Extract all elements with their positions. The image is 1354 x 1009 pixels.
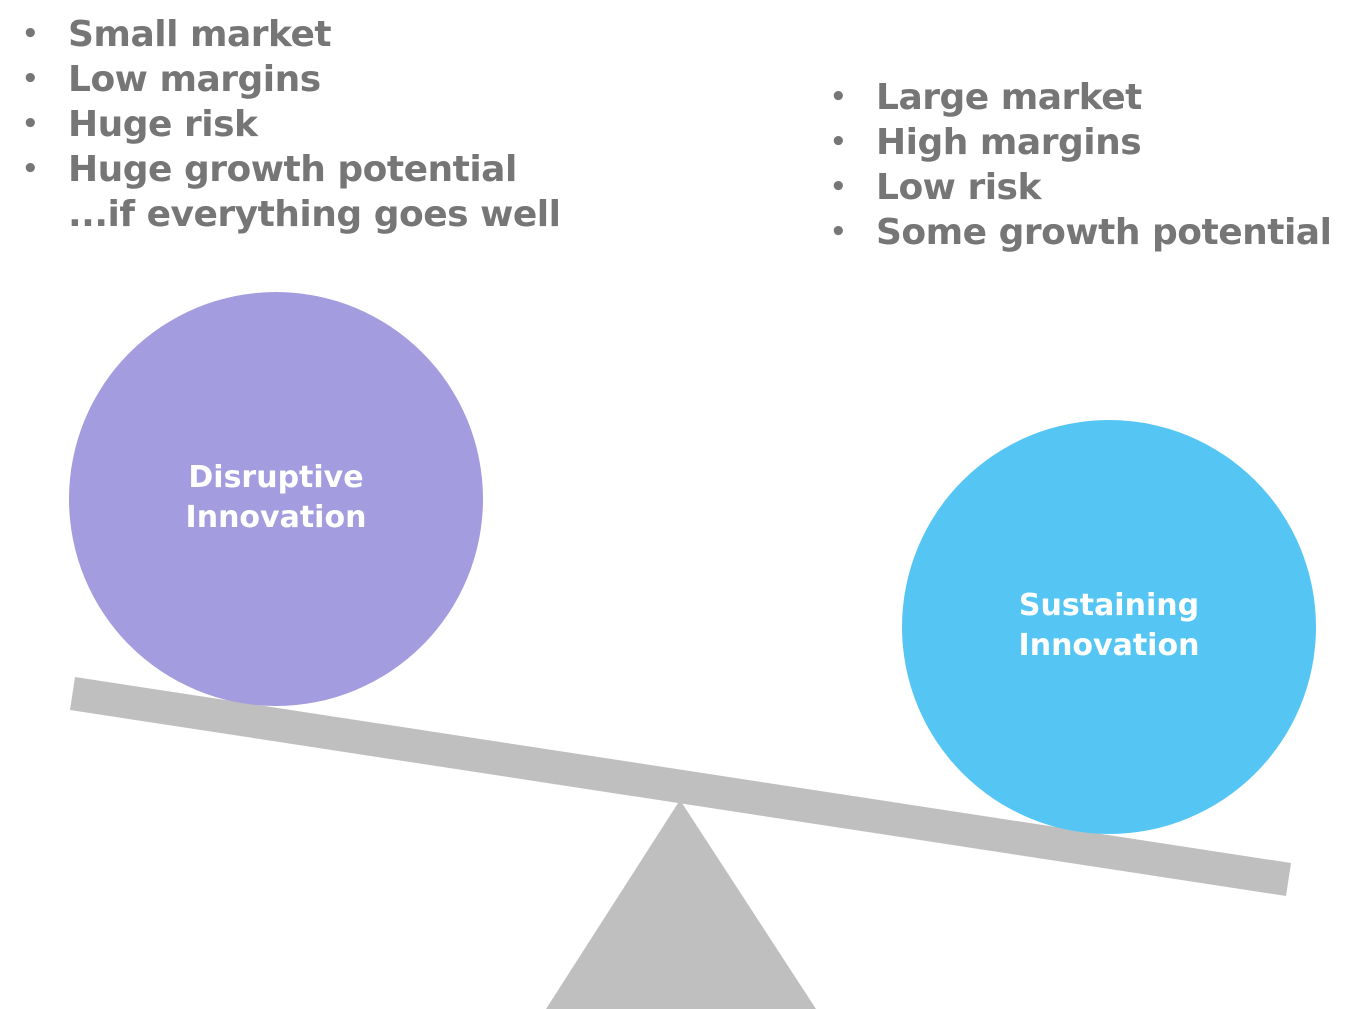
seesaw-beam: [70, 677, 1291, 896]
disruptive-innovation-circle: [69, 292, 483, 706]
list-item-text: Huge growth potential: [68, 149, 517, 190]
list-item: • Small market: [20, 12, 560, 57]
continuation-text: ...if everything goes well: [68, 194, 561, 235]
sustaining-innovation-circle: [902, 420, 1316, 834]
sustaining-traits-list: • Large market • High margins • Low risk • S…: [828, 75, 1332, 255]
list-item: • Low risk: [828, 165, 1331, 210]
label-line: Innovation: [185, 500, 367, 535]
bullet-icon: •: [829, 127, 847, 157]
list-item: • Low margins: [20, 57, 560, 102]
list-item: • Some growth potential: [828, 210, 1332, 255]
bullet-icon: •: [829, 82, 847, 112]
fulcrum-triangle: [546, 800, 816, 1009]
bullet-icon: •: [829, 217, 847, 247]
list-item: • Huge risk: [20, 102, 560, 147]
label-line: Sustaining: [1018, 588, 1200, 623]
bullet-icon: •: [829, 172, 847, 202]
bullet-icon: •: [21, 154, 39, 184]
list-item-text: Large market: [876, 77, 1142, 118]
list-item-text: Low risk: [876, 167, 1041, 208]
list-continuation: ...if everything goes well: [20, 192, 561, 237]
list-item-text: Some growth potential: [876, 212, 1332, 253]
label-line: Innovation: [1018, 628, 1200, 663]
bullet-icon: •: [21, 109, 39, 139]
list-item-text: Low margins: [68, 59, 321, 100]
list-item-text: Huge risk: [68, 104, 258, 145]
list-item: • High margins: [828, 120, 1331, 165]
list-item: • Huge growth potential: [20, 147, 560, 192]
disruptive-innovation-label: Disruptive Innovation: [126, 458, 426, 538]
label-line: Disruptive: [188, 460, 364, 495]
list-item-text: Small market: [68, 14, 332, 55]
list-item-text: High margins: [876, 122, 1142, 163]
sustaining-innovation-label: Sustaining Innovation: [959, 586, 1259, 666]
list-item: • Large market: [828, 75, 1331, 120]
bullet-icon: •: [21, 19, 39, 49]
bullet-icon: •: [21, 64, 39, 94]
disruptive-traits-list: • Small market • Low margins • Huge risk • H…: [20, 12, 561, 237]
